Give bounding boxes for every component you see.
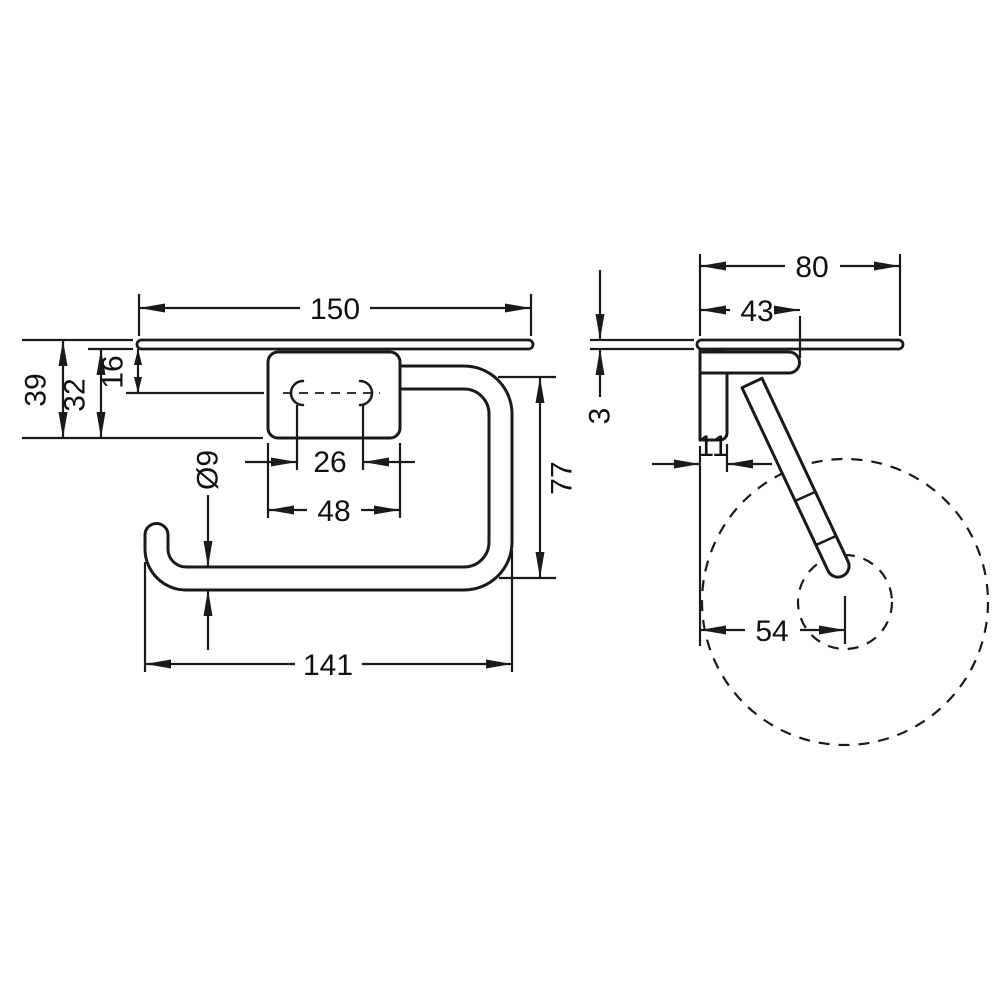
- side-arm-joint-line-1: [793, 490, 817, 503]
- dimension-roll-center-offset: 54: [698, 446, 847, 648]
- dim-label-shelf-width: 150: [310, 293, 360, 326]
- dimension-shelf-width: 150: [137, 293, 533, 336]
- dimension-plate-depth: 43: [700, 295, 802, 358]
- mount-bracket: [266, 350, 402, 440]
- dimension-shelf-thickness: 3: [584, 270, 694, 425]
- side-view: 80 43 3 11: [584, 251, 990, 747]
- slot-right-arc: [358, 379, 374, 407]
- dim-label-plate-depth: 43: [740, 295, 773, 328]
- dim-label-shelf-depth: 80: [795, 251, 828, 284]
- dim-label-wall-bracket-thickness: 11: [697, 430, 728, 463]
- side-arm-joint-line-2: [814, 534, 838, 547]
- dimension-slot-spacing: 26: [245, 405, 415, 479]
- roll-holder-arm: [143, 364, 514, 592]
- dimension-shelf-depth: 80: [698, 251, 902, 336]
- dimension-wall-bracket-thickness: 11: [652, 430, 772, 472]
- side-holder-arm: [740, 376, 851, 579]
- dimension-slot-center-drop: 16: [97, 349, 264, 395]
- dimension-holder-height: 77: [498, 375, 579, 580]
- dim-label-holder-height: 77: [546, 461, 579, 494]
- shelf-front: [135, 338, 535, 351]
- front-view: 150 39 32 16: [20, 293, 579, 682]
- dimension-holder-length: 141: [143, 550, 514, 682]
- dim-label-bar-diameter: Ø9: [192, 450, 225, 490]
- mount-plate-profile: [698, 350, 801, 375]
- dim-label-holder-length: 141: [303, 649, 353, 682]
- dim-label-overall-height: 39: [20, 373, 53, 406]
- paper-roll-outline-circle: [700, 457, 990, 747]
- dim-label-bracket-drop: 32: [59, 378, 92, 411]
- dim-label-slot-spacing: 26: [313, 446, 346, 479]
- dimension-bracket-width: 48: [266, 443, 402, 528]
- dim-label-bracket-width: 48: [317, 495, 350, 528]
- dimension-bracket-drop: 32: [59, 347, 133, 438]
- dimension-overall-height: 39: [20, 338, 263, 440]
- dimension-bar-diameter: Ø9: [192, 450, 225, 650]
- slot-left-arc: [289, 379, 305, 407]
- dim-label-slot-center-drop: 16: [97, 355, 130, 388]
- dim-label-roll-center-offset: 54: [755, 615, 788, 648]
- dim-label-shelf-thickness: 3: [584, 408, 617, 425]
